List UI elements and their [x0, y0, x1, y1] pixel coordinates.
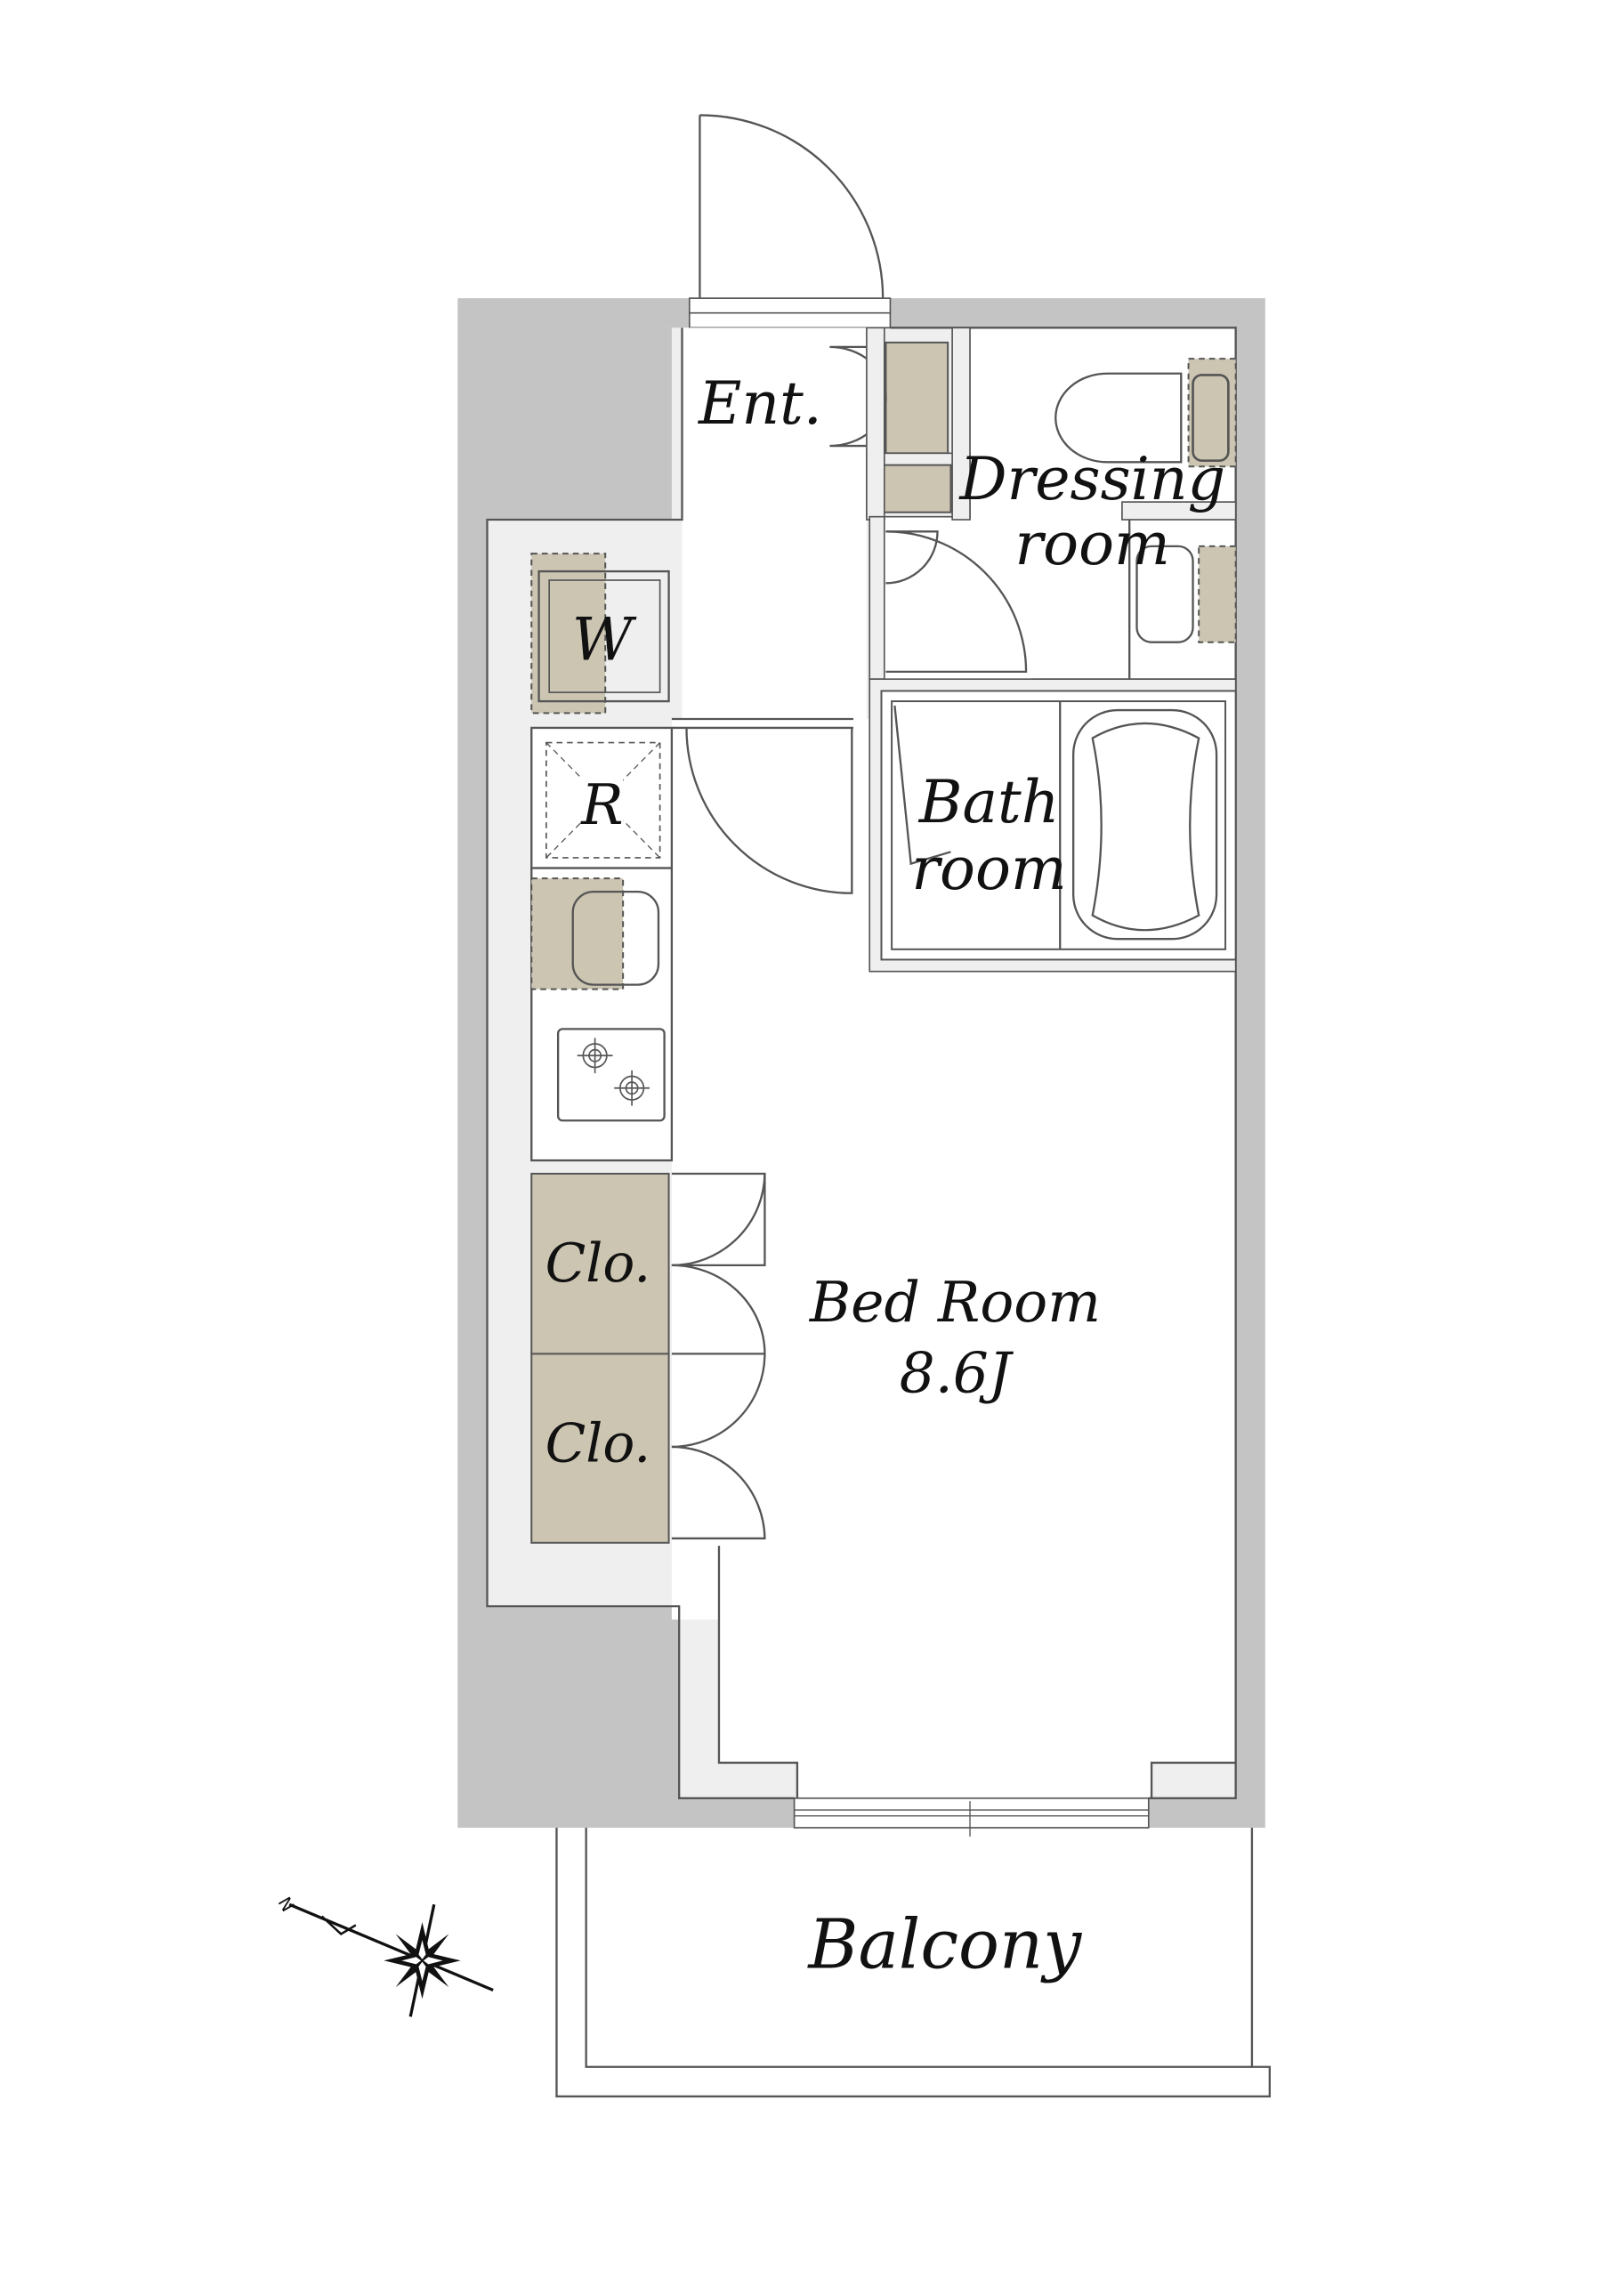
bathroom [869, 678, 1237, 973]
bedroom-size-label: 8.6J [900, 1340, 1014, 1406]
corridor-door[interactable] [671, 717, 853, 894]
dressing-door[interactable] [885, 530, 1028, 674]
balcony-label: Balcony [806, 1905, 1082, 1984]
dressing-room-label-2: room [1014, 509, 1170, 578]
north-label: N [274, 1894, 298, 1915]
bathroom-label-1: Bath [918, 767, 1060, 836]
closet-1[interactable]: Clo. [530, 1172, 670, 1355]
refrigerator-label: R [580, 771, 623, 837]
bathroom-label-2: room [911, 834, 1067, 903]
entrance-label: Ent. [698, 368, 822, 438]
compass-icon: N [274, 1894, 494, 2017]
burner-icon [577, 1038, 650, 1106]
closet-doors[interactable] [671, 1172, 766, 1539]
washer-space: W [530, 553, 670, 715]
closet-2-label: Clo. [545, 1414, 651, 1475]
front-door[interactable] [699, 114, 885, 299]
refrigerator-label-backdrop [581, 776, 624, 833]
bedroom-label: Bed Room [809, 1269, 1101, 1335]
washbasin [1135, 545, 1237, 643]
closet-1-label: Clo. [545, 1233, 651, 1295]
refrigerator-space: R [530, 726, 674, 869]
interior-wall-lines [486, 327, 1237, 1799]
room-labels: Ent. Dressing room Bath room Bed Room 8.… [698, 368, 1225, 1405]
toilet [1054, 358, 1237, 468]
stove [556, 1028, 666, 1122]
balcony: Balcony [555, 1827, 1271, 2098]
closet-2[interactable]: Clo. [530, 1353, 670, 1544]
dressing-room-label-1: Dressing [958, 444, 1225, 513]
washer-label: W [572, 605, 637, 675]
